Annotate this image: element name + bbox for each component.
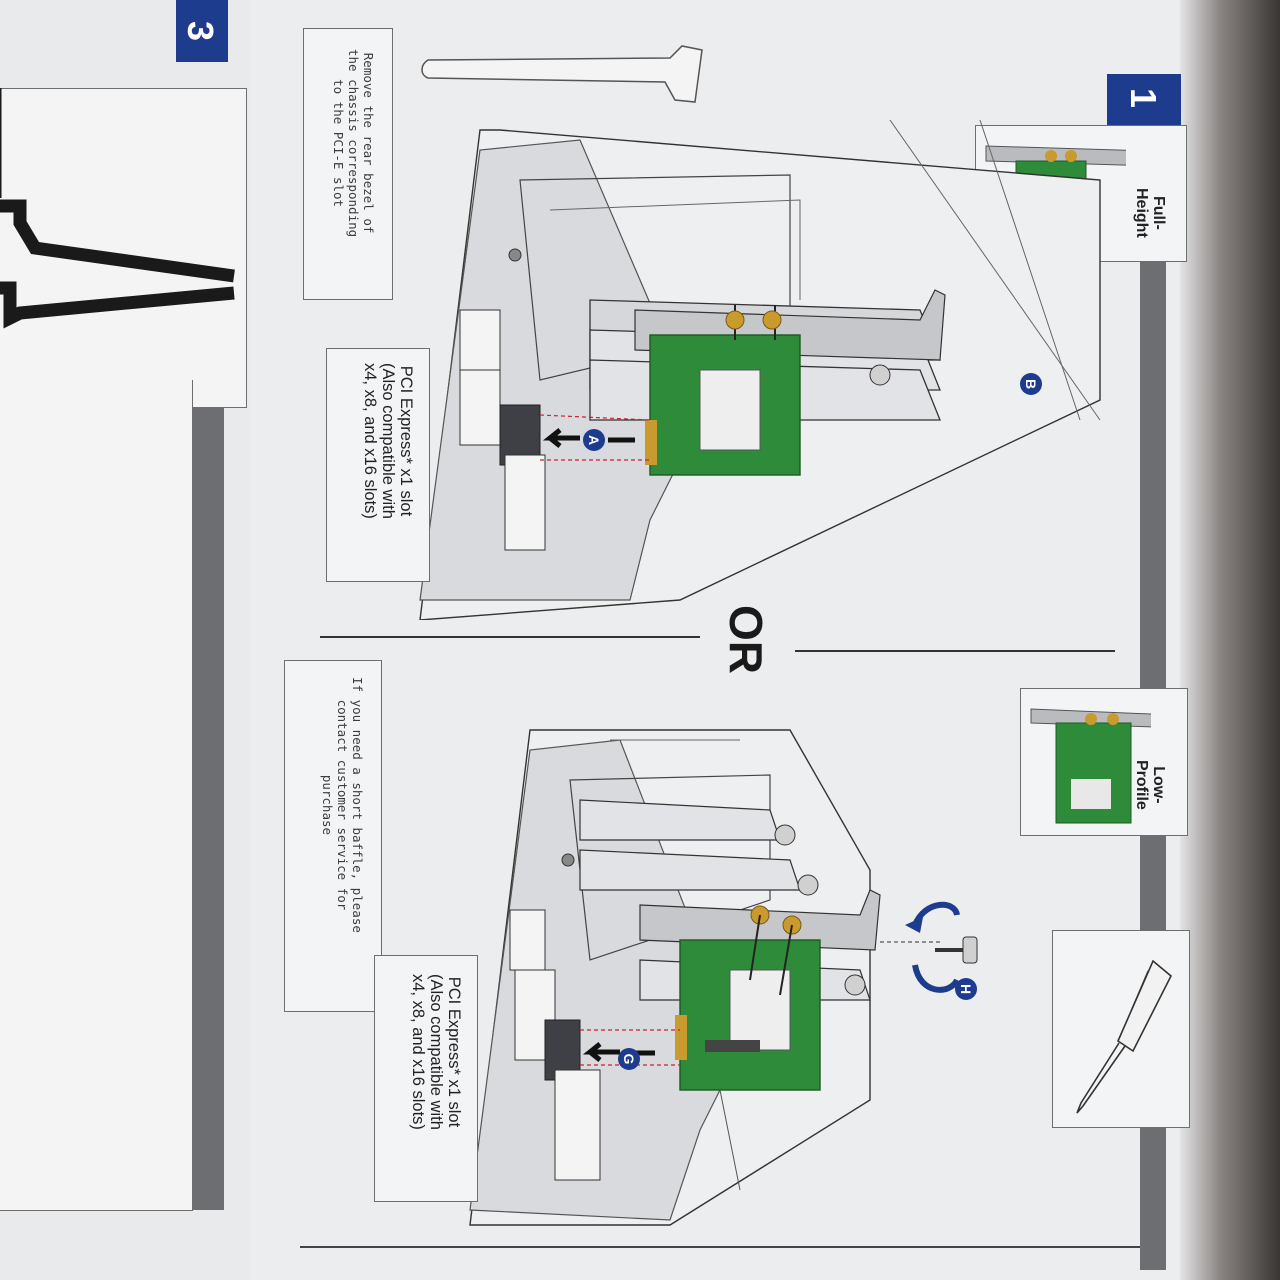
low-profile-card-thumbnail [1030, 708, 1151, 824]
screw-icon [905, 901, 978, 993]
screwdriver-icon [1076, 959, 1173, 1114]
full-height-chassis-illustration [419, 120, 1101, 620]
background-edge [1180, 0, 1280, 1280]
low-profile-note: If you need a short baffle, please conta… [320, 677, 365, 933]
full-height-slot-callout: PCI Express* x1 slot (Also compatible wi… [361, 363, 415, 519]
marker-g: G [618, 1048, 640, 1070]
low-profile-slot-callout-box: PCI Express* x1 slot (Also compatible wi… [374, 955, 478, 1202]
low-profile-slot-callout: PCI Express* x1 slot (Also compatible wi… [409, 974, 463, 1130]
step1-badge: 1 [1107, 74, 1181, 126]
step3-content-box [0, 380, 193, 1211]
marker-b: B [1020, 373, 1042, 395]
step3-antenna-illustration [0, 88, 235, 329]
separator-line-left [320, 636, 700, 638]
or-separator-wrap: OR [718, 605, 778, 685]
rotate-arrow-icon [912, 901, 960, 927]
low-profile-thumbnail [1020, 688, 1188, 836]
screwdriver-box [1052, 930, 1190, 1128]
marker-h: H [955, 978, 977, 1000]
or-separator: OR [720, 605, 772, 674]
separator-line-right [795, 650, 1115, 652]
low-profile-chassis-illustration [469, 729, 940, 1226]
full-height-note-box: Remove the rear bezel of the chassis cor… [303, 28, 393, 300]
step3-badge: 3 [176, 0, 228, 62]
low-profile-note-box: If you need a short baffle, please conta… [284, 660, 382, 1012]
full-height-slot-callout-box: PCI Express* x1 slot (Also compatible wi… [326, 348, 430, 582]
bottom-rule [300, 1246, 1140, 1248]
low-profile-label: Low- Profile [1133, 760, 1167, 810]
full-height-note: Remove the rear bezel of the chassis cor… [331, 49, 376, 238]
loose-bracket-illustration [421, 45, 703, 103]
marker-a: A [583, 429, 605, 451]
